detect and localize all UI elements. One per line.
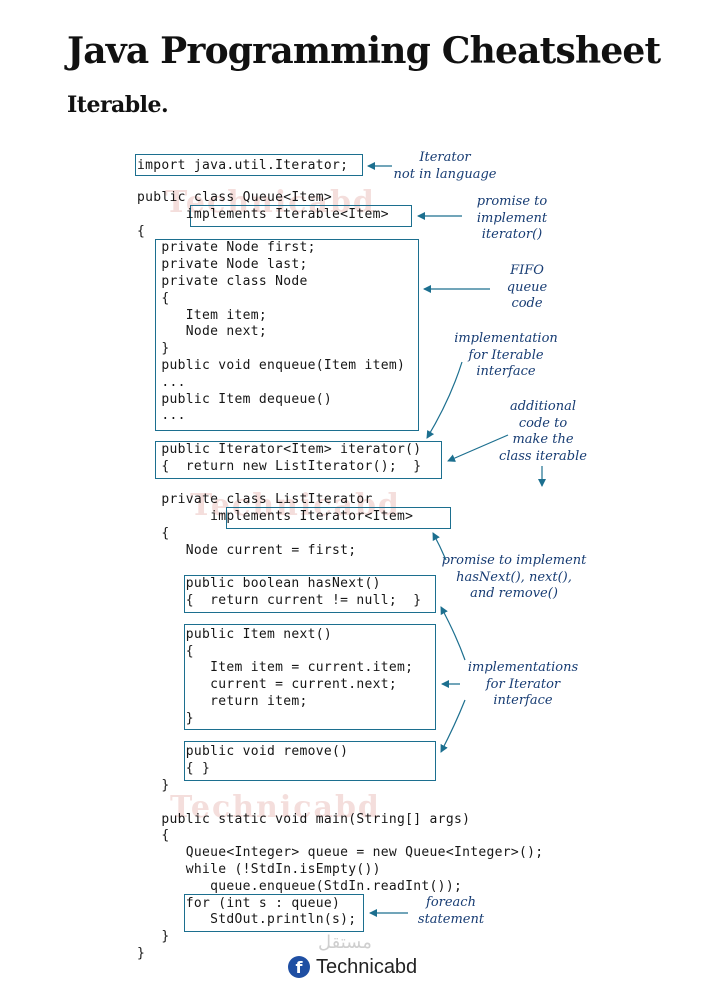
- footer-brand: f Technicabd: [288, 955, 417, 979]
- code-line: Queue<Integer> queue = new Queue<Integer…: [137, 845, 544, 861]
- code-line: { return current != null; }: [137, 593, 422, 609]
- facebook-icon: f: [288, 956, 310, 978]
- code-line: for (int s : queue): [137, 895, 341, 911]
- watermark-middle: Technicabd: [190, 488, 401, 523]
- arrow-next-up: [440, 606, 466, 661]
- code-line: }: [137, 946, 146, 961]
- code-line: public static void main(String[] args): [137, 811, 471, 827]
- code-line: Node next;: [137, 324, 268, 340]
- code-line: implements Iterator<Item>: [137, 509, 414, 525]
- code-line: {: [137, 290, 170, 306]
- implements-iterator-box: [226, 507, 451, 529]
- code-line: ...: [137, 374, 186, 390]
- code-line: public class Queue<Item>: [137, 190, 333, 205]
- arrow-implements-iterator: [432, 532, 447, 561]
- implements-iterable-box: [190, 205, 412, 227]
- note-promise-to-implement-iterator: promise to implement iterator(): [476, 194, 548, 242]
- next-box: [184, 624, 436, 730]
- watermark-top: Technicabd: [165, 185, 376, 220]
- hasnext-box: [184, 575, 436, 613]
- code-line: }: [137, 710, 194, 726]
- code-line: public void enqueue(Item item): [137, 358, 406, 373]
- code-line: {: [137, 223, 146, 239]
- arabic-watermark-logo: مستقل: [318, 932, 372, 953]
- code-line: queue.enqueue(StdIn.readInt());: [137, 878, 463, 894]
- code-line: private Node last;: [137, 257, 308, 273]
- page-title: Java Programming Cheatsheet: [67, 30, 661, 72]
- code-line: public Iterator<Item> iterator(): [137, 442, 422, 457]
- import-box: [135, 154, 363, 176]
- note-implementations-for-iterator: implementations for Iterator interface: [467, 660, 579, 708]
- code-line: StdOut.println(s);: [137, 912, 357, 928]
- code-line: Item item = current.item;: [137, 660, 414, 676]
- code-line: public Item dequeue(): [137, 391, 333, 407]
- note-foreach-statement: foreach statement: [417, 895, 485, 927]
- code-line: public void remove(): [137, 744, 349, 760]
- arrow-additional-code: [447, 434, 509, 462]
- code-line: implements Iterable<Item>: [137, 206, 389, 222]
- arrow-remove-down: [440, 699, 466, 753]
- section-heading: Iterable.: [67, 92, 169, 118]
- remove-box: [184, 741, 436, 781]
- code-line: public Item next(): [137, 626, 333, 642]
- code-line: import java.util.Iterator;: [137, 158, 349, 173]
- code-line: {: [137, 828, 170, 844]
- code-line: current = current.next;: [137, 677, 398, 693]
- arrow-iterable-impl: [426, 361, 463, 439]
- watermark-bottom: Technicabd: [170, 790, 381, 825]
- code-line: { return new ListIterator(); }: [137, 458, 422, 474]
- code-line: {: [137, 526, 170, 541]
- foreach-box: [184, 894, 364, 932]
- note-promise-to-implement-methods: promise to implement hasNext(), next(), …: [441, 553, 587, 601]
- iterator-method-box: [155, 441, 442, 479]
- footer-text: Technicabd: [316, 956, 418, 978]
- code-line: private Node first;: [137, 240, 316, 256]
- queue-code-box: [155, 239, 419, 431]
- code-line: {: [137, 643, 194, 659]
- code-line: { }: [137, 761, 211, 777]
- code-line: }: [137, 778, 170, 793]
- code-line: ...: [137, 408, 186, 424]
- code-line: private class ListIterator: [137, 492, 373, 508]
- code-line: return item;: [137, 694, 308, 709]
- code-line: public boolean hasNext(): [137, 576, 381, 592]
- code-line: }: [137, 341, 170, 357]
- code-line: Item item;: [137, 307, 268, 323]
- note-fifo-queue-code: FIFO queue code: [506, 263, 548, 311]
- code-line: }: [137, 929, 170, 945]
- code-line: Node current = first;: [137, 542, 357, 558]
- code-line: while (!StdIn.isEmpty()): [137, 862, 381, 877]
- note-iterator-not-in-language: Iterator not in language: [393, 150, 497, 182]
- note-implementation-for-iterable: implementation for Iterable interface: [454, 331, 558, 379]
- code-line: private class Node: [137, 274, 308, 289]
- note-additional-code: additional code to make the class iterab…: [499, 399, 587, 464]
